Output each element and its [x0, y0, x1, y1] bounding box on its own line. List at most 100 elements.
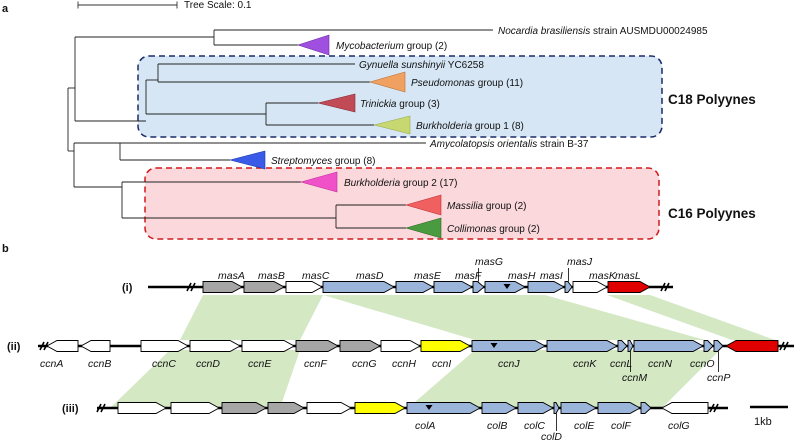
gene-arrow-unlabeled: [170, 402, 220, 414]
gene-arrow-colD: [553, 402, 560, 414]
gene-label-colB: colB: [487, 420, 507, 432]
gene-label-ccnB: ccnB: [88, 358, 111, 370]
gene-label-masF: masF: [455, 270, 482, 282]
gene-label-ccnL: ccnL: [610, 358, 632, 370]
gene-label-masG: masG: [475, 256, 503, 268]
gene-arrow-ccnG: [339, 340, 381, 352]
gene-label-ccnN: ccnN: [648, 358, 672, 370]
gene-label-ccnK: ccnK: [573, 358, 597, 370]
gene-label-ccnP: ccnP: [707, 372, 730, 384]
gene-arrow-ccnA: [46, 340, 79, 352]
gene-label-ccnA: ccnA: [40, 358, 63, 370]
gene-arrow-ccnF: [295, 340, 339, 352]
gene-label-masI: masI: [540, 270, 563, 282]
massilia-clade-triangle: [404, 194, 442, 216]
gene-arrow-colE: [560, 402, 597, 414]
gene-arrow-unlabeled: [725, 340, 779, 352]
gene-arrow-masB: [243, 281, 285, 293]
gene-arrow-unlabeled: [267, 402, 305, 414]
gene-arrow-ccnN: [633, 340, 704, 352]
gene-arrow-masJ: [564, 281, 573, 293]
break-marks: [39, 282, 789, 413]
gene-label-ccnJ: ccnJ: [498, 358, 520, 370]
gene-arrow-ccnD: [189, 340, 241, 352]
gene-arrow-colG: [661, 402, 709, 414]
gene-arrow-masD: [322, 281, 395, 293]
collimonas-clade-triangle: [404, 217, 442, 239]
c18-polyynes-box: [137, 55, 663, 138]
gene-arrow-ccnM: [627, 340, 634, 352]
gene-arrow-ccnC: [140, 340, 189, 352]
leaf-burkholderia1: Burkholderia group 1 (8): [416, 121, 524, 132]
gene-arrow-ccnH: [380, 340, 421, 352]
leaf-nocardia: Nocardia brasiliensis strain AUSMDU00024…: [498, 26, 708, 37]
row-label-i: (i): [122, 282, 133, 294]
gene-arrow-masI: [527, 281, 565, 293]
leaf-streptomyces: Streptomyces group (8): [271, 156, 376, 167]
gene-arrow-masC: [285, 281, 323, 293]
pseudomonas-clade-triangle: [368, 71, 406, 93]
gene-label-masK: masK: [589, 270, 617, 282]
leaf-massilia: Massilia group (2): [447, 201, 526, 212]
synteny-shading: [110, 295, 775, 408]
gene-label-colA: colA: [415, 420, 435, 432]
gene-label-ccnH: ccnH: [392, 358, 416, 370]
mycobacterium-clade-triangle: [297, 34, 330, 56]
row-label-ii: (ii): [7, 341, 21, 353]
gene-arrow-masG: [472, 281, 485, 293]
gene-label-masL: masL: [615, 270, 641, 282]
leaf-trinickia: Trinickia group (3): [360, 99, 440, 110]
gene-arrow-unlabeled: [117, 402, 167, 414]
c18-polyynes-label: C18 Polyynes: [668, 92, 756, 107]
gene-label-masE: masE: [414, 270, 442, 282]
leaf-mycobacterium: Mycobacterium group (2): [336, 41, 447, 52]
gene-arrow-unlabeled: [306, 402, 352, 414]
leaf-collimonas: Collimonas group (2): [447, 224, 540, 235]
gene-arrow-masF: [433, 281, 473, 293]
leaf-pseudomonas: Pseudomonas group (11): [411, 78, 523, 89]
scale-bar-label: 1kb: [754, 416, 772, 428]
gene-arrow-unlabeled: [221, 402, 267, 414]
gene-arrow-ccnP: [713, 340, 724, 352]
gene-label-ccnM: ccnM: [622, 372, 647, 384]
gene-arrow-ccnB: [80, 340, 111, 352]
gene-arrow-ccnK: [546, 340, 618, 352]
gene-label-ccnO: ccnO: [690, 358, 715, 370]
gene-label-ccnE: ccnE: [248, 358, 272, 370]
gene-label-masH: masH: [508, 270, 536, 282]
scale-bar: 1kb: [750, 405, 788, 428]
gene-label-ccnD: ccnD: [196, 358, 220, 370]
panel-a-label: a: [2, 3, 9, 15]
gene-label-colG: colG: [668, 420, 690, 432]
trinickia-clade-triangle: [317, 93, 356, 113]
leaf-amycolatopsis: Amycolatopsis orientalis strain B-37: [429, 139, 589, 150]
gene-arrow-colF: [597, 402, 641, 414]
c16-polyynes-label: C16 Polyynes: [668, 206, 756, 221]
tree-scale: Tree Scale: 0.1: [77, 0, 252, 11]
gene-label-masC: masC: [302, 270, 330, 282]
gene-arrow-masK: [572, 281, 608, 293]
gene-arrow-unlabeled: [354, 402, 406, 414]
burkholderia2-clade-triangle: [299, 171, 338, 193]
gene-arrow-ccnL: [617, 340, 628, 352]
gene-label-masB: masB: [258, 270, 285, 282]
gene-arrow-colA: [406, 402, 481, 414]
gene-label-ccnF: ccnF: [304, 358, 327, 370]
burkholderia1-clade-triangle: [373, 115, 411, 135]
domain-marker: [425, 405, 433, 410]
gene-label-masJ: masJ: [567, 256, 593, 268]
c16-polyynes-box: [144, 167, 660, 240]
gene-arrow-ccnO: [703, 340, 714, 352]
leaf-gynuella: Gynuella sunshinyii YC6258: [359, 60, 484, 71]
gene-arrow-colC: [517, 402, 554, 414]
gene-label-colF: colF: [611, 420, 631, 432]
domain-marker: [503, 284, 511, 289]
gene-arrow-masE: [395, 281, 434, 293]
gene-label-masD: masD: [356, 270, 384, 282]
tree-scale-label: Tree Scale: 0.1: [184, 0, 252, 11]
gene-label-ccnI: ccnI: [432, 358, 451, 370]
panel-b-label: b: [2, 243, 9, 255]
gene-arrow-masL: [607, 281, 651, 293]
